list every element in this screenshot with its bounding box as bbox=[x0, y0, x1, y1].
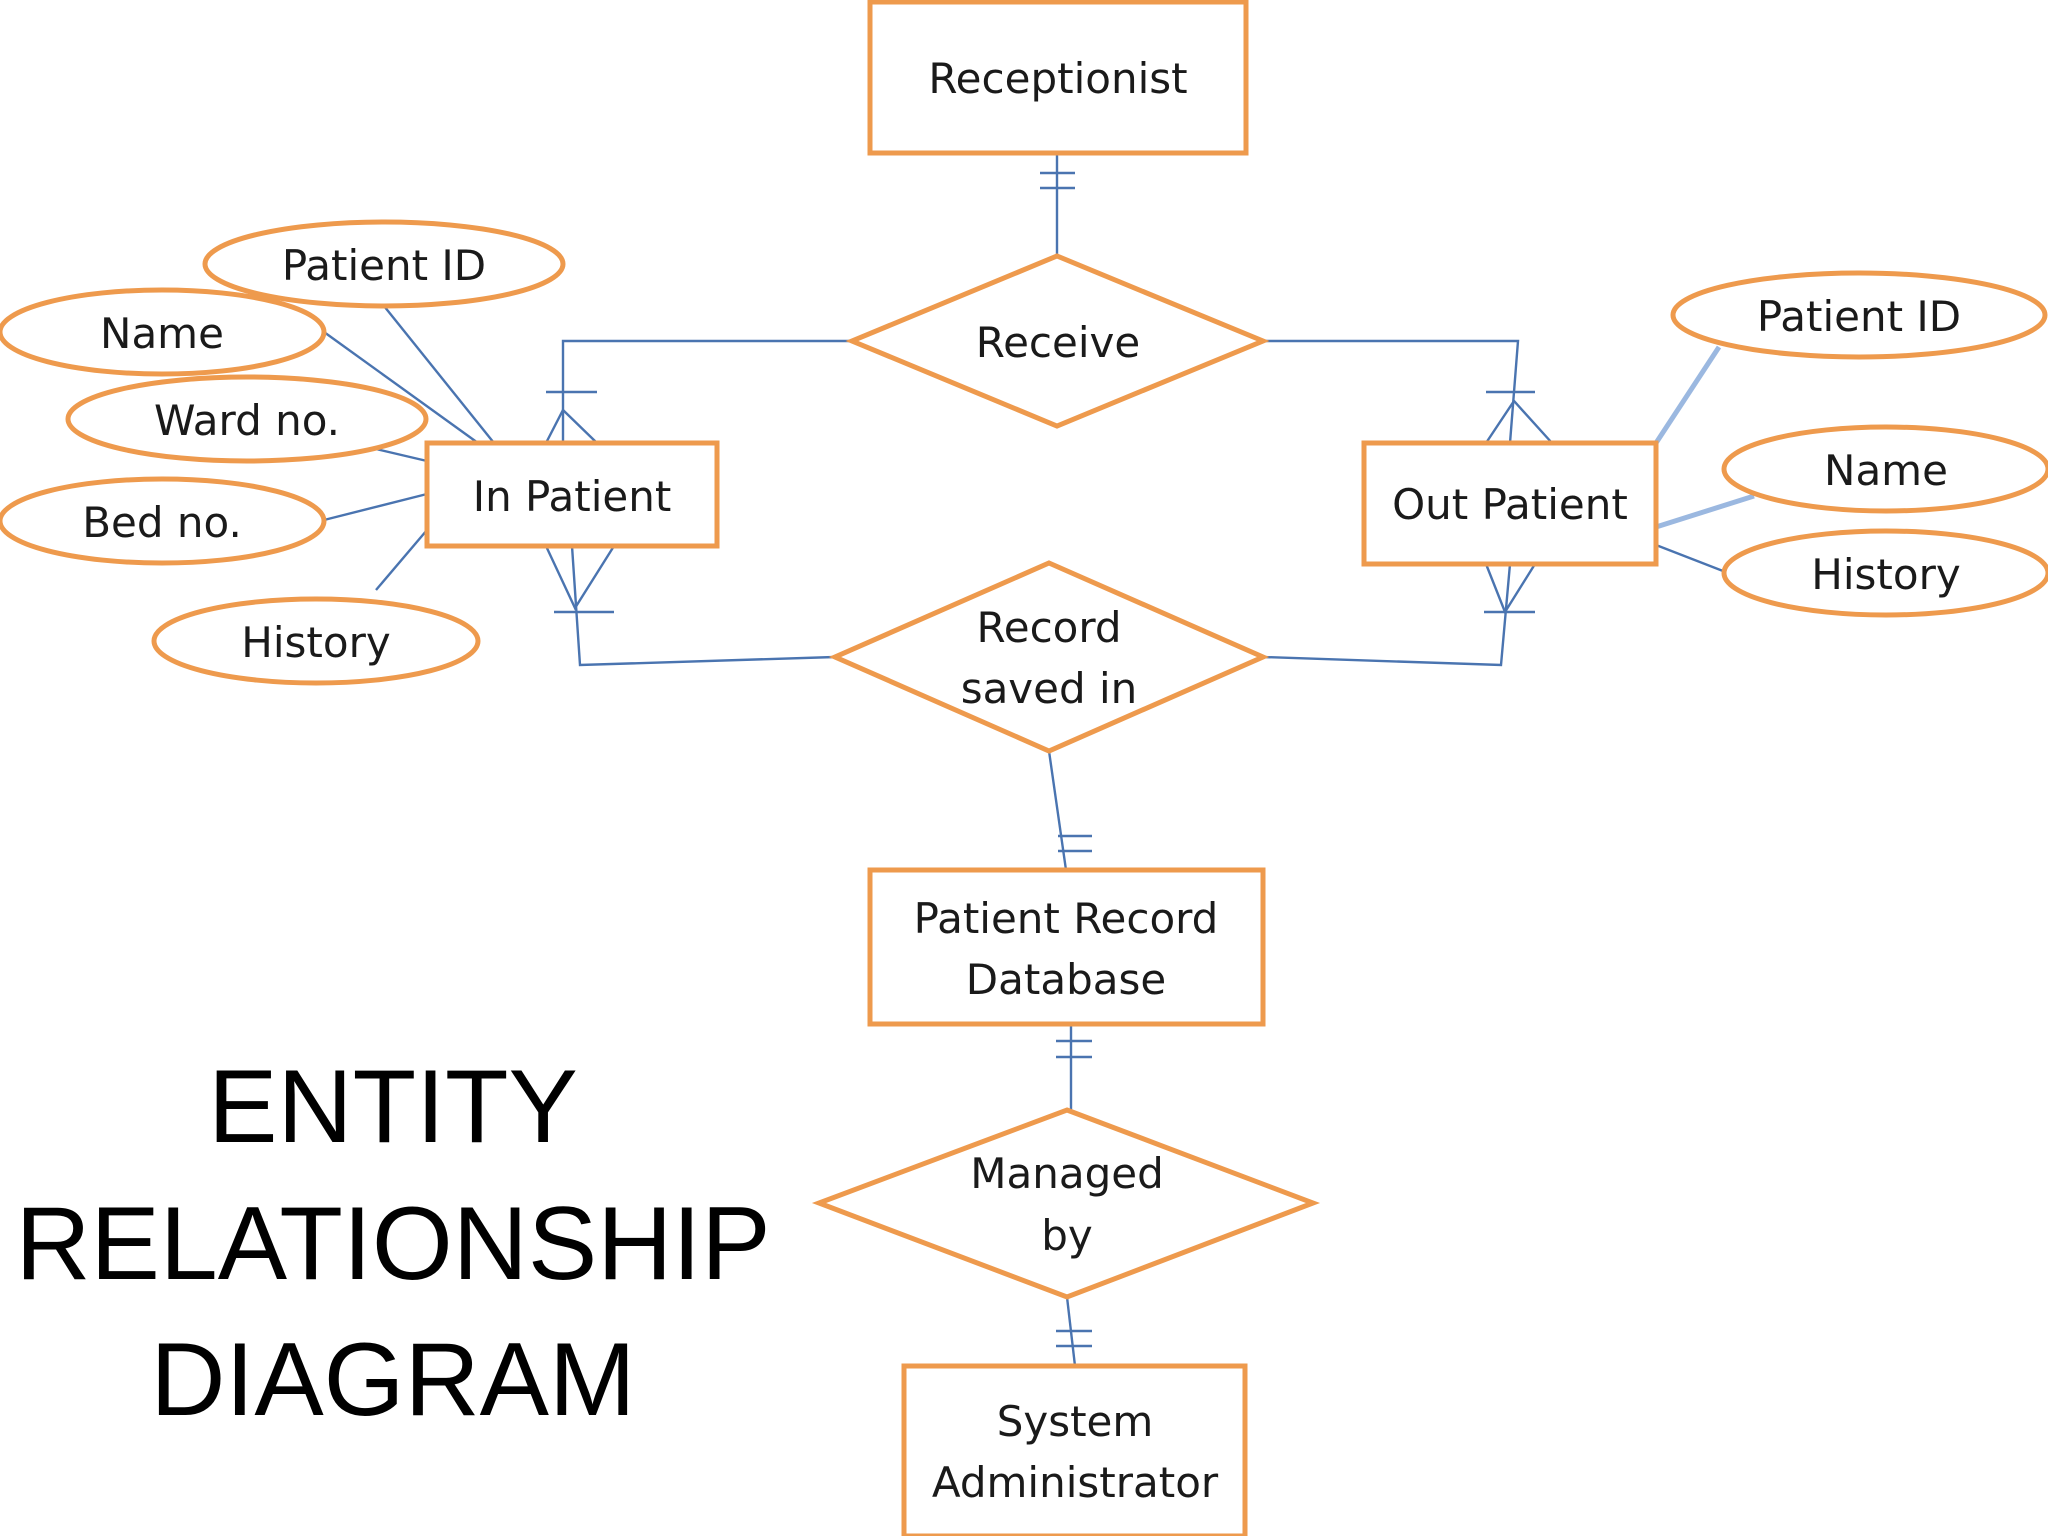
cardinality-one-receptionist bbox=[1040, 171, 1075, 190]
attribute-in-patient-id[interactable]: Patient ID bbox=[202, 219, 566, 309]
entity-receptionist[interactable]: Receptionist bbox=[867, 0, 1249, 156]
attribute-in-bed[interactable]: Bed no. bbox=[0, 476, 327, 566]
cardinality-many-out-patient-top bbox=[1485, 390, 1553, 444]
attr-line-out-history bbox=[1655, 543, 1724, 573]
cardinality-many-out-patient-bottom bbox=[1484, 563, 1537, 615]
diagram-title: ENTITY RELATIONSHIP DIAGRAM bbox=[15, 1049, 770, 1438]
attribute-out-name[interactable]: Name bbox=[1721, 424, 2048, 514]
cardinality-many-in-patient-top bbox=[544, 390, 598, 444]
attribute-out-patient-id-label: Patient ID bbox=[1757, 292, 1961, 341]
entity-database-label-line2: Database bbox=[966, 955, 1166, 1004]
entity-out-patient-label: Out Patient bbox=[1392, 480, 1628, 529]
entity-patient-record-database[interactable]: Patient Record Database bbox=[867, 867, 1266, 1027]
attribute-in-patient-id-label: Patient ID bbox=[282, 241, 486, 290]
entity-admin-label-line1: System bbox=[997, 1397, 1154, 1446]
relationship-managed-by[interactable]: Managed by bbox=[811, 1107, 1321, 1300]
attr-line-out-patient-id bbox=[1653, 345, 1722, 445]
relationship-record-label-line1: Record bbox=[976, 603, 1121, 652]
connectors bbox=[323, 153, 1755, 1367]
entity-admin-label-line2: Administrator bbox=[932, 1458, 1219, 1507]
entity-receptionist-label: Receptionist bbox=[928, 54, 1187, 103]
attribute-in-history[interactable]: History bbox=[151, 596, 481, 686]
relationship-managed-label-line1: Managed bbox=[970, 1149, 1164, 1198]
cardinality-one-admin bbox=[1056, 1329, 1092, 1348]
attribute-in-bed-label: Bed no. bbox=[82, 498, 242, 547]
connector-out-patient-record bbox=[1262, 563, 1512, 667]
relationship-managed-label-line2: by bbox=[1041, 1211, 1093, 1260]
relationship-record-label-line2: saved in bbox=[961, 664, 1138, 713]
cardinality-marks bbox=[544, 171, 1553, 1348]
cardinality-many-in-patient-bottom bbox=[544, 545, 616, 614]
attribute-in-name-label: Name bbox=[100, 309, 224, 358]
relationship-record-saved-in[interactable]: Record saved in bbox=[828, 560, 1270, 754]
attribute-in-name[interactable]: Name bbox=[0, 287, 327, 377]
attr-line-in-name bbox=[323, 331, 479, 444]
relationship-receive-label: Receive bbox=[976, 318, 1140, 367]
cardinality-one-database-top bbox=[1058, 834, 1092, 853]
entity-in-patient[interactable]: In Patient bbox=[424, 440, 720, 549]
entity-out-patient[interactable]: Out Patient bbox=[1361, 440, 1659, 567]
attribute-out-history-label: History bbox=[1811, 550, 1960, 599]
attribute-in-ward[interactable]: Ward no. bbox=[65, 374, 429, 464]
title-line-entity: ENTITY bbox=[208, 1049, 578, 1165]
attribute-out-patient-id[interactable]: Patient ID bbox=[1670, 270, 2048, 360]
relationship-receive[interactable]: Receive bbox=[845, 253, 1270, 429]
attr-line-in-patient-id bbox=[383, 305, 495, 444]
attribute-out-name-label: Name bbox=[1824, 446, 1948, 495]
connector-receive-in-patient bbox=[561, 339, 852, 443]
attr-line-in-history bbox=[375, 529, 428, 591]
attr-line-in-ward bbox=[375, 447, 428, 463]
entity-database-label-line1: Patient Record bbox=[914, 894, 1219, 943]
title-line-relationship: RELATIONSHIP bbox=[15, 1186, 770, 1302]
entity-in-patient-label: In Patient bbox=[473, 472, 672, 521]
attribute-in-history-label: History bbox=[241, 618, 390, 667]
connector-receive-out-patient bbox=[1263, 339, 1520, 444]
cardinality-one-database-bottom bbox=[1056, 1039, 1092, 1059]
entity-system-administrator[interactable]: System Administrator bbox=[901, 1363, 1248, 1536]
attr-line-out-name bbox=[1655, 493, 1755, 530]
title-line-diagram: DIAGRAM bbox=[150, 1322, 635, 1438]
attribute-out-history[interactable]: History bbox=[1721, 528, 2048, 618]
attr-line-in-bed bbox=[323, 492, 428, 522]
attribute-in-ward-label: Ward no. bbox=[154, 396, 340, 445]
connector-in-patient-record bbox=[570, 545, 836, 667]
